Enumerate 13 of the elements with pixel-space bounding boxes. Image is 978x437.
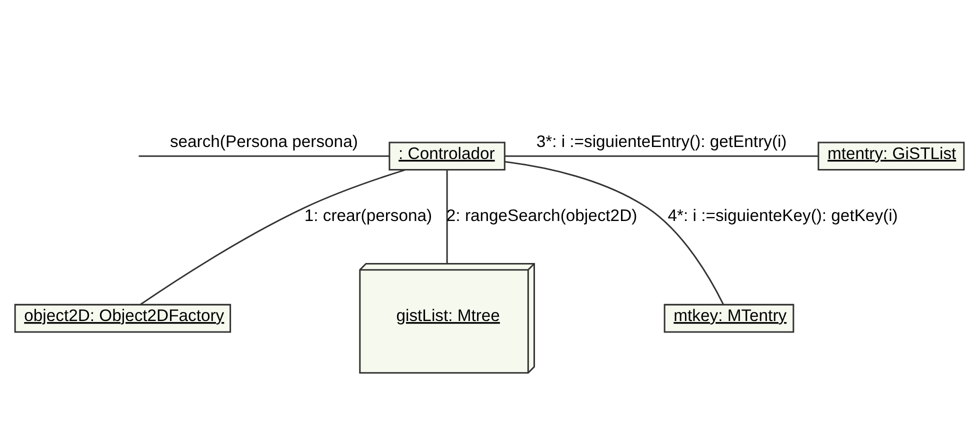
connector (138, 155, 389, 157)
connector (504, 160, 724, 305)
node-box: object2D: Object2DFactory (14, 304, 231, 333)
node-box: : Controlador (388, 142, 505, 171)
edge-label: search(Persona persona) (169, 132, 358, 151)
edge-label: 1: crear(persona) (304, 206, 432, 226)
node-box: mtkey: MTentry (663, 304, 794, 333)
connector (140, 169, 405, 306)
connector (446, 170, 448, 264)
edge-label: 3*: i :=siguienteEntry(): getEntry(i) (536, 132, 786, 151)
connector (504, 155, 818, 157)
edge-label: 4*: i :=siguienteKey(): getKey(i) (667, 206, 898, 226)
node-box: mtentry: GiSTList (817, 142, 964, 171)
